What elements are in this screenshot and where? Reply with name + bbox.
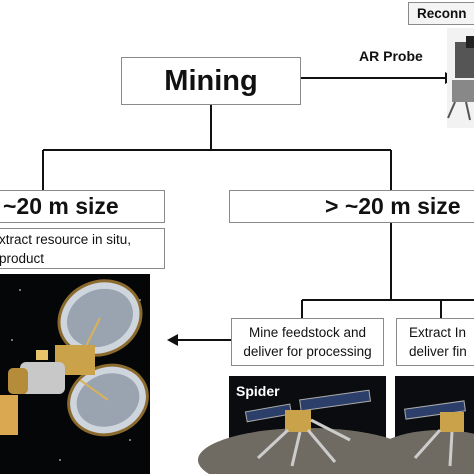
recon-box: Reconn bbox=[408, 2, 474, 25]
spider-label: Spider bbox=[236, 383, 280, 399]
arrow-to-ar-probe bbox=[301, 72, 456, 84]
extract-line-2: deliver fin bbox=[409, 344, 467, 359]
feedstock-line-2: deliver for processing bbox=[243, 344, 372, 359]
recon-label: Reconn bbox=[417, 6, 467, 21]
arrow-to-spacecraft bbox=[167, 334, 231, 346]
feedstock-box: Mine feedstock and deliver for processin… bbox=[231, 318, 384, 366]
ar-probe-label: AR Probe bbox=[359, 48, 423, 64]
mining-box: Mining bbox=[121, 57, 301, 105]
large-size-label: > ~20 m size bbox=[325, 193, 461, 219]
extract-box: Extract In deliver fin bbox=[396, 318, 474, 366]
feedstock-line-1: Mine feedstock and bbox=[248, 325, 367, 340]
small-size-label: ~20 m size bbox=[3, 193, 119, 219]
recon-spacecraft-image bbox=[447, 28, 474, 128]
in-situ-line-1: xtract resource in situ, bbox=[0, 232, 132, 247]
in-situ-line-2: product bbox=[0, 251, 45, 266]
extract-line-1: Extract In bbox=[409, 325, 467, 340]
spider-rover-image bbox=[198, 376, 418, 474]
spacecraft-image bbox=[0, 274, 150, 474]
mining-label: Mining bbox=[164, 64, 258, 97]
small-size-box: ~20 m size bbox=[0, 190, 165, 223]
connector-lines bbox=[42, 105, 474, 318]
in-situ-box: xtract resource in situ, product bbox=[0, 228, 165, 269]
large-size-box: > ~20 m size bbox=[229, 190, 474, 223]
extract-rover-image bbox=[370, 376, 474, 474]
